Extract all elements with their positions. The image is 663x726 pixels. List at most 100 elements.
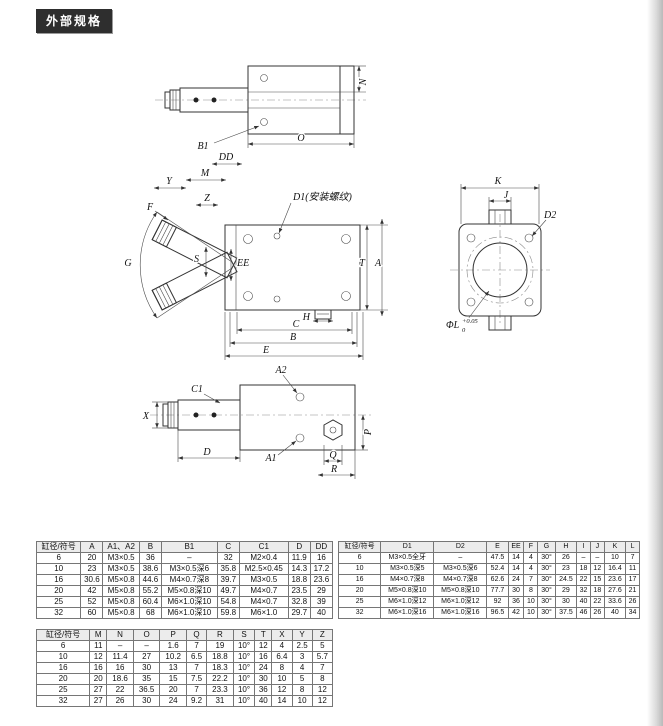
table-cell: 32: [35, 607, 82, 619]
table-cell: 23.6: [603, 574, 627, 586]
table-cell: M6×1.0深10: [160, 596, 218, 608]
port-fitting: [314, 309, 332, 320]
column-header: C1: [238, 541, 289, 553]
dim-label-b1: B1: [197, 141, 208, 152]
leader-line-l: [467, 290, 490, 320]
table-cell: 20: [80, 552, 104, 564]
table-cell: 4: [523, 563, 539, 575]
dim-label-x: X: [142, 411, 150, 422]
table-cell: 22.2: [206, 673, 234, 685]
table-cell: 18: [589, 585, 605, 597]
table-cell: 10°: [232, 695, 256, 707]
table-cell: 10°: [232, 673, 256, 685]
column-header: DD: [309, 541, 334, 553]
table-cell: 49.7: [216, 585, 240, 597]
column-header: EE: [507, 541, 525, 553]
table-cell: 3: [291, 651, 313, 663]
table-cell: 13: [159, 662, 187, 674]
table-cell: 16: [309, 552, 334, 564]
table-cell: 7: [185, 684, 208, 696]
column-header: Z: [311, 629, 334, 641]
swing-angle-side: [156, 267, 233, 319]
table-cell: 8: [291, 684, 313, 696]
table-cell: 5.7: [311, 651, 334, 663]
dim-label-f: F: [146, 202, 154, 213]
column-header: 缸径/符号: [35, 541, 82, 553]
column-header: X: [271, 629, 293, 641]
table-cell: 59.8: [216, 607, 240, 619]
table-cell: 18.8: [206, 651, 234, 663]
column-header: D1: [380, 541, 435, 553]
table-cell: M6×1.0: [238, 607, 289, 619]
section-title: 外部规格: [36, 9, 113, 33]
table-cell: 40: [254, 695, 273, 707]
table-cell: 32: [216, 552, 240, 564]
dim-label-q: Q: [329, 450, 337, 461]
table-cell: 11: [89, 640, 108, 652]
dim-label-a1: A1: [264, 453, 276, 464]
table-cell: 10: [271, 673, 293, 685]
table-cell: 36: [507, 596, 525, 608]
column-header: Q: [185, 629, 208, 641]
table-cell: 92: [486, 596, 509, 608]
table-cell: 30: [507, 585, 525, 597]
table-cell: 34: [625, 607, 640, 619]
table-cell: 10°: [232, 651, 256, 663]
table-cell: 55.2: [138, 585, 162, 597]
column-header: 缸径/符号: [35, 629, 91, 641]
table-cell: M5×0.8深10: [160, 585, 218, 597]
table-cell: 40: [309, 607, 334, 619]
bore-circle: [472, 242, 528, 298]
leader-line-c1: [203, 393, 221, 404]
dim-label-phi-l: ΦL: [446, 320, 460, 331]
body-plate-outline: [224, 224, 361, 311]
mount-holes: [243, 232, 351, 303]
table-cell: 16.4: [603, 563, 627, 575]
a1-hole: [295, 433, 305, 443]
table-cell: 5: [311, 640, 334, 652]
table-cell: 60: [80, 607, 104, 619]
table-cell: 9.2: [185, 695, 208, 707]
table-cell: 14.3: [287, 563, 311, 575]
table-cell: 54.8: [216, 596, 240, 608]
table-cell: 25: [337, 596, 382, 608]
table-cell: 10°: [232, 684, 256, 696]
table-cell: 40: [576, 596, 591, 608]
column-header: H: [554, 541, 578, 553]
table-cell: 10: [603, 552, 627, 564]
tolerance-upper: +0.05: [462, 318, 479, 325]
dim-label-k: K: [494, 176, 503, 187]
table-cell: 15: [589, 574, 605, 586]
column-header: B: [138, 541, 162, 553]
table-cell: 12: [89, 651, 108, 663]
table-cell: 7: [625, 552, 640, 564]
column-header: K: [603, 541, 627, 553]
leader-line-b1: [213, 125, 260, 144]
table-cell: 15: [159, 673, 187, 685]
table-cell: 44.6: [138, 574, 162, 586]
table-cell: 42: [80, 585, 104, 597]
table-cell: 6: [337, 552, 382, 564]
table-cell: 32: [35, 695, 91, 707]
table-cell: 17.2: [309, 563, 334, 575]
table-cell: 10°: [232, 640, 256, 652]
table-cell: 96.5: [486, 607, 509, 619]
table-cell: 20: [159, 684, 187, 696]
table-cell: 30°: [537, 574, 556, 586]
table-cell: M5×0.8: [102, 574, 140, 586]
table-cell: 6.5: [185, 651, 208, 663]
table-cell: 77.7: [486, 585, 509, 597]
table-cell: 7: [523, 574, 539, 586]
body-hole: [211, 412, 217, 418]
table-cell: 23: [80, 563, 104, 575]
table-cell: 17: [625, 574, 640, 586]
table-cell: 11.9: [287, 552, 311, 564]
